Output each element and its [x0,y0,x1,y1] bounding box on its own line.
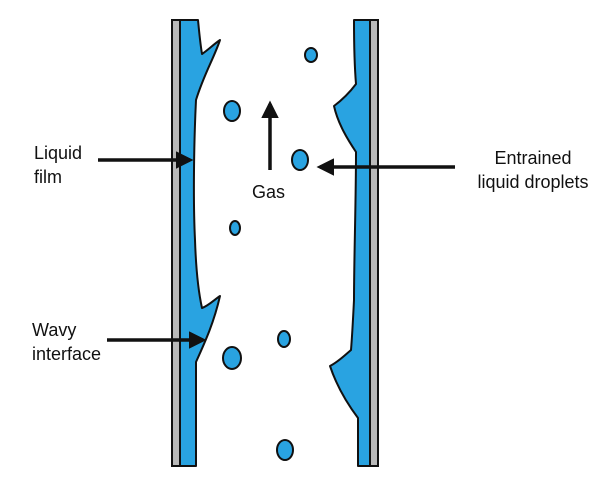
droplet [223,100,241,122]
label-line: Gas [252,182,286,202]
left-liquid-film [179,19,221,467]
droplet [277,330,291,348]
right-liquid-film [329,19,371,467]
droplet [291,149,309,171]
label-line: interface [32,344,102,364]
droplet [229,220,241,236]
droplets [222,47,318,461]
droplet [304,47,318,63]
left-pipe-wall [171,19,181,467]
label-entrained-droplets: Entrained liquid droplets [458,146,608,194]
droplet [276,439,294,461]
label-gas: Gas [252,180,285,204]
label-line: Liquid [34,143,83,163]
label-liquid-film: Liquid film [34,141,82,189]
droplet [222,346,242,370]
label-line: film [34,167,62,187]
label-line: Entrained [494,148,572,168]
label-line: Wavy [32,320,77,340]
right-pipe-wall [369,19,379,467]
label-line: liquid droplets [477,172,589,192]
label-wavy-interface: Wavy interface [32,318,101,366]
